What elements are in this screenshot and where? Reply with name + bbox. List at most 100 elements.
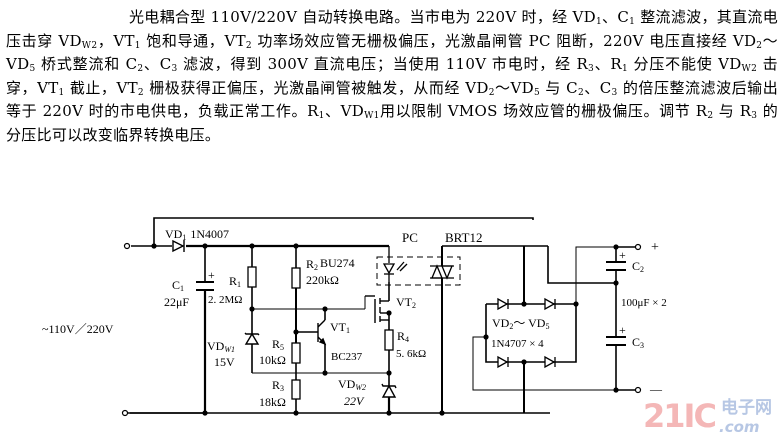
junction-dot (202, 410, 208, 416)
junction-dot (386, 370, 392, 376)
bridge-label: VD2～ VD5 (492, 316, 549, 331)
c3-capacitor-icon (606, 336, 626, 346)
c1-value: 22μF (164, 295, 189, 309)
c1-plus-sign: + (208, 268, 215, 282)
subscript: 1 (621, 64, 628, 75)
r4-value: 5. 6kΩ (396, 348, 426, 360)
vt1-transistor-icon (317, 319, 327, 346)
c3-plus-sign: + (619, 323, 626, 337)
vd3-diode-icon (544, 297, 556, 311)
vt1-value: BC237 (331, 351, 363, 363)
bridge-value: 1N4707 × 4 (491, 338, 544, 350)
pc-label: PC (402, 230, 418, 245)
subscript: W1 (364, 111, 380, 122)
c1-label: C1 (172, 278, 184, 293)
vdw1-zener-icon (244, 332, 260, 345)
text-run: 截止，VT (64, 78, 138, 97)
bridge-negative-wire (472, 336, 616, 391)
subscript: 1 (134, 40, 141, 51)
description-title: 光电耦合型 110V/220V 自动转换电路。 (129, 8, 410, 26)
junction-dot (151, 243, 157, 249)
text-run: 用以限制 VMOS 场效应管的栅极偏压。调节 R (379, 102, 708, 121)
text-run: 整流滤波，其直流电压击穿 VD (6, 8, 778, 50)
r1-resistor-icon (247, 266, 257, 288)
vd4-diode-icon (497, 355, 509, 369)
subscript: 2 (577, 87, 584, 98)
watermark-site-name: 电子网 (721, 398, 772, 418)
resistors (247, 266, 394, 400)
watermark-domain: .com (719, 418, 760, 436)
photo-led-icon (382, 246, 408, 282)
input-terminal-bottom[interactable] (121, 409, 129, 417)
text-run: 桥式整流和 C (35, 55, 138, 74)
description-paragraph: 光电耦合型 110V/220V 自动转换电路。当市电为 220V 时，经 VD 1… (6, 6, 778, 148)
r3-resistor-icon (291, 379, 301, 400)
watermark-number: 21IC (643, 397, 717, 435)
r1-label: R1 (229, 274, 241, 289)
output-terminal-minus[interactable] (634, 386, 642, 394)
junction-dots (151, 243, 619, 416)
subscript: 3 (611, 87, 618, 98)
text-run: 与 R (713, 102, 752, 121)
vdw2-zener-icon (381, 383, 397, 398)
text-run: 、C (143, 55, 172, 74)
r1-value: 2. 2MΩ (208, 294, 242, 306)
circuit-description: 光电耦合型 110V/220V 自动转换电路。当市电为 220V 时，经 VD 1… (6, 6, 778, 148)
text-run: 、C (583, 78, 612, 97)
c2-capacitor-icon (606, 261, 626, 271)
text-run: 饱和导通，VT (140, 31, 246, 50)
vt2-label: VT2 (396, 295, 416, 310)
text-run: 、R (594, 55, 622, 74)
vd2-diode-icon (497, 297, 509, 311)
text-run: ，VT (97, 31, 135, 50)
junction-dot (483, 334, 489, 340)
subscript: W2 (741, 64, 758, 75)
text-run: 当市电为 220V 时，经 VD (409, 8, 597, 26)
junction-dot (202, 243, 208, 249)
vt1-label: VT1 (330, 320, 350, 335)
text-run: 的分压比可以改变临界转换电压。 (6, 102, 779, 144)
input-voltage-label: ~110V／220V (42, 322, 114, 336)
c2-label: C2 (632, 259, 644, 274)
input-terminal-top[interactable] (123, 242, 131, 250)
text-run: 、C (602, 8, 630, 26)
bridge-diodes (497, 297, 556, 369)
junction-dot (521, 359, 527, 365)
bridge-outline (485, 303, 577, 363)
junction-dot (293, 329, 299, 335)
subscript: 1 (58, 87, 65, 98)
subscript: 2 (756, 40, 763, 51)
junction-dot (613, 387, 619, 393)
junction-dot (521, 301, 527, 307)
output-plus-label: + (651, 240, 659, 255)
output-terminal-plus[interactable] (634, 243, 642, 251)
r2-resistor-icon (291, 267, 301, 289)
text-run: 与 C (540, 78, 578, 97)
junction-dot (613, 280, 619, 286)
subscript: 2 (707, 111, 714, 122)
r2-value: 220kΩ (306, 273, 339, 287)
subscript: 5 (29, 64, 36, 75)
text-run: 、VD (324, 102, 365, 121)
text-run: 击穿，VT (6, 55, 778, 97)
optocoupler-box (376, 256, 461, 286)
subscript: 3 (751, 111, 758, 122)
vdw2-value: 22V (344, 394, 365, 408)
subscript: 2 (137, 87, 144, 98)
text-run: 功率场效应管无栅极偏压，光激晶闸管 PC 阻断，220V 电压直接经 VD (251, 31, 757, 50)
pc-value: BRT12 (445, 230, 483, 245)
junction-dot (386, 410, 392, 416)
r3-label: R3 (272, 378, 284, 393)
subscript: W2 (81, 40, 98, 51)
subscript: 5 (534, 87, 541, 98)
junction-dot (322, 306, 328, 312)
subscript: 2 (137, 64, 144, 75)
c1-capacitor-icon (196, 281, 214, 291)
vdw2-label: VDW2 (338, 377, 366, 392)
junction-dot (249, 243, 255, 249)
watermark: 21IC 电子网 .com (643, 398, 783, 442)
bridge-positive-wire (575, 246, 616, 304)
